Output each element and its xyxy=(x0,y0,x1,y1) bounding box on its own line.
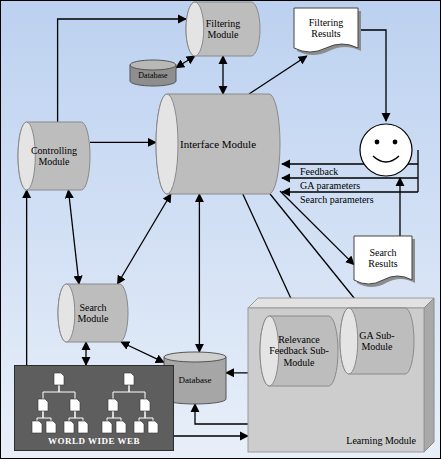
web-box: WORLD WIDE WEB xyxy=(14,365,174,451)
process-cylinder: Filtering Module xyxy=(186,2,260,56)
node-text: GA Sub-Module xyxy=(348,330,406,353)
connector xyxy=(90,142,156,143)
node-text: Search Results xyxy=(359,247,407,270)
process-cylinder: Relevance Feedback Sub-Module xyxy=(260,316,338,386)
connector xyxy=(118,194,171,284)
module-box: Learning Module Relevance Feedback Sub-Mo… xyxy=(248,298,434,452)
connector xyxy=(176,56,195,68)
node-text: Filtering Results xyxy=(299,17,353,40)
node-text: Learning Module xyxy=(346,435,416,447)
line-label: Search parameters xyxy=(300,194,374,205)
line-label: Feedback xyxy=(300,166,338,177)
connector xyxy=(85,342,86,365)
node-text: Filtering Module xyxy=(194,18,252,41)
input-line xyxy=(282,177,418,178)
connector xyxy=(222,56,223,94)
connector xyxy=(199,194,200,352)
process-cylinder: Search Module xyxy=(58,284,128,342)
process-cylinder: GA Sub-Module xyxy=(340,308,414,374)
connector xyxy=(270,194,362,308)
connector xyxy=(121,342,164,362)
node-text: WORLD WIDE WEB xyxy=(48,436,140,446)
process-cylinder: Controlling Module xyxy=(18,122,90,190)
results-line xyxy=(358,30,386,121)
node-text: Controlling Module xyxy=(26,145,82,168)
user-face xyxy=(360,124,412,176)
connector xyxy=(68,190,79,284)
node-text: Interface Module xyxy=(180,138,256,151)
input-line xyxy=(282,191,418,192)
input-bus xyxy=(417,150,418,192)
node-text: Database xyxy=(138,71,167,80)
process-cylinder: Interface Module xyxy=(156,94,280,194)
node-text: Search Module xyxy=(66,302,120,325)
database-cylinder: Database xyxy=(130,60,176,86)
document-shape: Search Results xyxy=(354,236,412,288)
node-text: Relevance Feedback Sub-Module xyxy=(268,334,330,369)
node-text: Database xyxy=(179,375,212,385)
line-label: GA parameters xyxy=(300,180,360,191)
document-shape: Filtering Results xyxy=(294,8,358,56)
connector xyxy=(249,56,307,94)
results-line xyxy=(399,178,400,236)
